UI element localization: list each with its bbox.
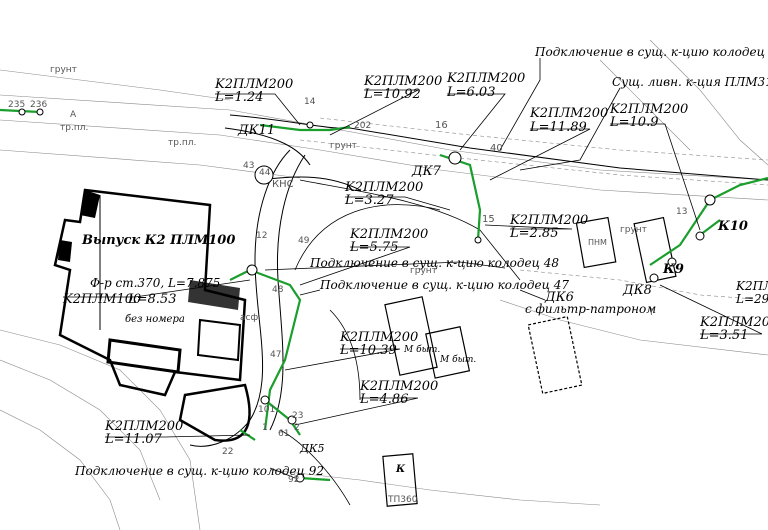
pipe-label-name: K2ПЛМ200 bbox=[344, 180, 423, 195]
pipe-label-length: L=2.85 bbox=[509, 226, 558, 241]
point-number: 44 bbox=[259, 168, 271, 178]
ground-label: грунт bbox=[50, 65, 77, 75]
ground-label: грунт bbox=[330, 141, 357, 151]
pipe-label-name: K2ПЛМ200 bbox=[509, 213, 588, 228]
point-number: 13 bbox=[676, 207, 687, 217]
well-dk5-label: ДК5 bbox=[299, 442, 324, 455]
note-existing-sewer: Сущ. ливн. к-ция ПЛМ315 bbox=[612, 75, 768, 89]
point-number: 61 bbox=[278, 429, 289, 439]
note-foundation: Ф-р ст.370, L=7.875 bbox=[90, 276, 220, 290]
point-numbers: 235 236 14 202 16 40 15 43 44 49 48 13 2… bbox=[8, 97, 687, 485]
substation-code: ТП360 bbox=[387, 495, 418, 505]
proposed-pipes bbox=[0, 108, 768, 482]
point-number: 23 bbox=[292, 411, 303, 421]
point-number: 22 bbox=[222, 447, 233, 457]
pipe-label-name: K2ПЛМ200 bbox=[363, 74, 442, 89]
pipe-label-length: L=10.92 bbox=[363, 87, 421, 102]
point-number: 40 bbox=[490, 143, 503, 154]
point-number: 16 bbox=[435, 120, 448, 131]
m-building-label: М быт. bbox=[403, 344, 440, 355]
point-number: 235 bbox=[8, 100, 25, 110]
well-kns-label: КНС bbox=[272, 179, 294, 190]
m-buildings bbox=[382, 216, 677, 507]
point-number: 49 bbox=[298, 236, 310, 246]
point-number: 236 bbox=[30, 100, 47, 110]
well-dk8-label: ДК8 bbox=[622, 283, 652, 298]
pipe-label-name: K2ПЛМ200 bbox=[104, 419, 183, 434]
m-building-label: М быт. bbox=[439, 354, 476, 365]
existing-sewer bbox=[279, 179, 521, 506]
wells bbox=[18, 108, 716, 483]
pipe-label-name: K2ПЛМ200 bbox=[349, 227, 428, 242]
pipe-label-name: K2ПЛМ200 bbox=[529, 106, 608, 121]
pipe-label-length: L=5.75 bbox=[349, 240, 398, 255]
pnm-number: 1 bbox=[262, 423, 268, 433]
pipe-label-name: K2ПЛМ200 bbox=[359, 379, 438, 394]
leader-lines bbox=[63, 58, 763, 479]
well-names: ДК11 ДК7 ДК8 ДК5 К9 К10 КНС bbox=[237, 123, 748, 455]
pnm-label: ПНМ bbox=[588, 238, 607, 247]
pipe-label-length: L=3.27 bbox=[344, 193, 394, 208]
terrain-text: грунт грунт грунт грунт тр.пл. тр.пл. ас… bbox=[50, 65, 656, 505]
pipe-label-length: L=8.53 bbox=[127, 292, 176, 307]
pnm-number: 2 bbox=[294, 423, 300, 433]
asphalt-label: асф. bbox=[240, 313, 261, 323]
pipe-label-name: K2ПЛМ100 bbox=[62, 292, 141, 307]
pipe-label-name: K2ПЛМ200 bbox=[214, 77, 293, 92]
point-number: 202 bbox=[354, 121, 371, 131]
pipe-label-length: L=10.9 bbox=[609, 115, 658, 130]
note-well-47: Подключение в сущ. к-цию колодец 47 bbox=[319, 278, 569, 292]
well-k10-label: К10 bbox=[717, 219, 748, 234]
note-dk6-filter: с фильтр-патроном bbox=[525, 302, 656, 316]
point-number: 101 bbox=[258, 405, 275, 415]
substation-letter: К bbox=[395, 464, 406, 475]
ground-label: грунт bbox=[410, 266, 437, 276]
pipe-label-length: L=4.86 bbox=[359, 392, 408, 407]
pipe-label-length: L=11.07 bbox=[104, 432, 162, 447]
pipe-label-name: K2ПЛМ200 bbox=[735, 279, 768, 293]
note-well-92: Подключение в сущ. к-цию колодец 92 bbox=[74, 464, 324, 478]
zone-g-label: Г bbox=[650, 308, 656, 318]
well-k9-label: К9 bbox=[662, 262, 684, 277]
pipe-label-name: K2ПЛМ200 bbox=[446, 71, 525, 86]
note-outlet: Выпуск К2 ПЛМ100 bbox=[81, 233, 235, 248]
connection-notes: Подключение в сущ. к-цию колодец 10 Сущ.… bbox=[74, 45, 768, 478]
note-well-48: Подключение в сущ. к-цию колодец 48 bbox=[309, 256, 559, 270]
ground-label: грунт bbox=[620, 225, 647, 235]
point-number: 14 bbox=[304, 97, 316, 107]
note-well-10: Подключение в сущ. к-цию колодец 10 bbox=[534, 45, 768, 59]
point-number: 48 bbox=[272, 285, 284, 295]
pipe-label-length: L=10.39 bbox=[339, 343, 397, 358]
point-number: 47 bbox=[270, 350, 281, 360]
building-no-number: без номера bbox=[125, 314, 185, 325]
well-dk11-label: ДК11 bbox=[237, 123, 275, 138]
point-number: 15 bbox=[482, 214, 495, 225]
pipe-labels: K2ПЛМ200 L=1.24 K2ПЛМ200 L=10.92 K2ПЛМ20… bbox=[62, 71, 768, 447]
pipe-label-name: K2ПЛМ200 bbox=[699, 315, 768, 330]
path-label: тр.пл. bbox=[60, 123, 88, 133]
pipe-label-name: K2ПЛМ200 bbox=[339, 330, 418, 345]
point-number: 92 bbox=[288, 475, 299, 485]
pipe-label-name: K2ПЛМ200 bbox=[609, 102, 688, 117]
pipe-label-length: L=6.03 bbox=[446, 85, 495, 100]
path-label: тр.пл. bbox=[168, 138, 196, 148]
pipe-label-length: L=29 bbox=[735, 292, 768, 306]
zone-a-label: А bbox=[70, 110, 77, 120]
pipe-label-length: L=1.24 bbox=[214, 90, 263, 105]
point-number: 12 bbox=[256, 231, 267, 241]
point-number: 43 bbox=[243, 161, 254, 171]
pipe-label-length: L=3.51 bbox=[699, 328, 748, 343]
note-dk6: ДК6 bbox=[544, 290, 574, 305]
well-dk7-label: ДК7 bbox=[411, 164, 442, 179]
pipe-label-length: L=11.89 bbox=[529, 120, 587, 135]
